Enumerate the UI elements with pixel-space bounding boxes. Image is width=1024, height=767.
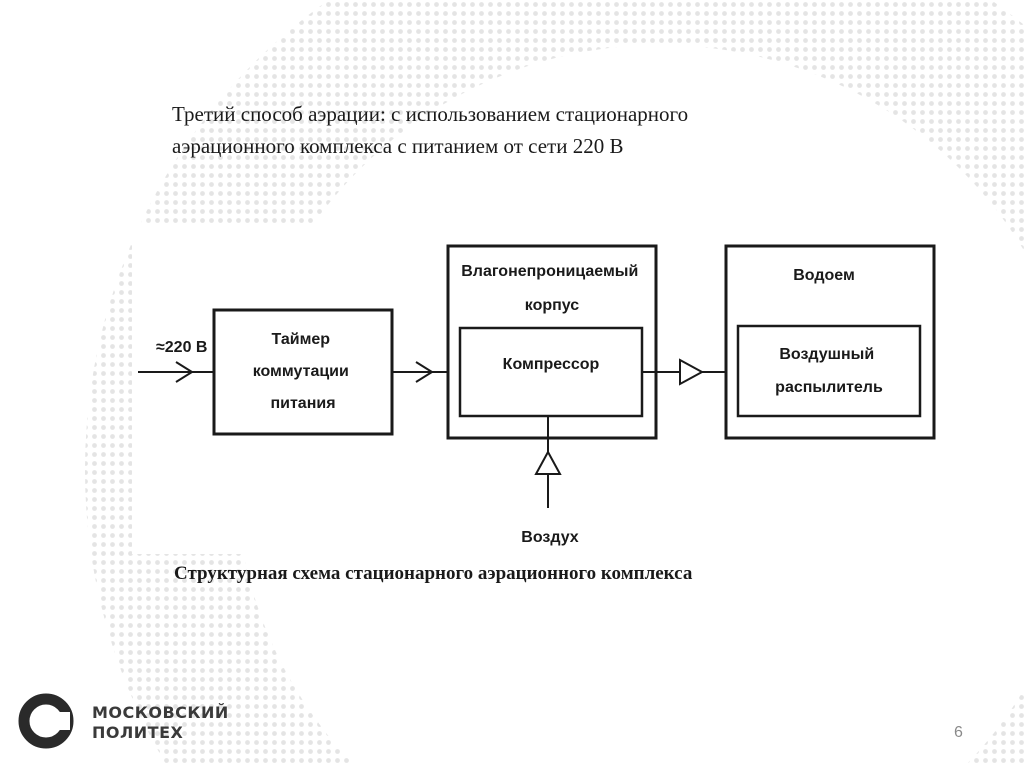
- pond-label: Водоем: [793, 267, 855, 284]
- block-diagram: ≈220 В Таймер коммутации питания Влагоне…: [132, 224, 952, 554]
- diagram-caption: Структурная схема стационарного аэрацион…: [174, 563, 693, 584]
- sprayer-block: [736, 324, 922, 418]
- logo-wordmark: МОСКОВСКИЙ ПОЛИТЕХ: [92, 703, 229, 743]
- title-line-2: аэрационного комплекса с питанием от сет…: [172, 134, 624, 158]
- input-voltage-label: ≈220 В: [156, 339, 207, 356]
- air-inlet-triangle-icon: [534, 449, 562, 475]
- title-line-1: Третий способ аэрации: с использованием …: [172, 102, 689, 126]
- timer-block: [212, 308, 394, 436]
- input-arrow-icon: [175, 361, 194, 383]
- logo-line-1: МОСКОВСКИЙ: [92, 703, 229, 722]
- sprayer-label: Воздушный распылитель: [775, 346, 883, 396]
- page-number: 6: [954, 724, 963, 741]
- slide-title: Третий способ аэрации: с использованием …: [172, 98, 872, 162]
- housing-arrow-icon: [415, 361, 434, 383]
- housing-label: Влагонепроницаемый корпус: [461, 263, 643, 314]
- compressor-block: [458, 326, 644, 418]
- air-label: Воздух: [521, 529, 579, 546]
- timer-label: Таймер коммутации питания: [253, 331, 354, 412]
- compressor-label: Компрессор: [503, 356, 600, 373]
- polytech-logo-icon: [18, 693, 74, 749]
- output-triangle-icon: [679, 358, 705, 386]
- logo-line-2: ПОЛИТЕХ: [92, 723, 184, 742]
